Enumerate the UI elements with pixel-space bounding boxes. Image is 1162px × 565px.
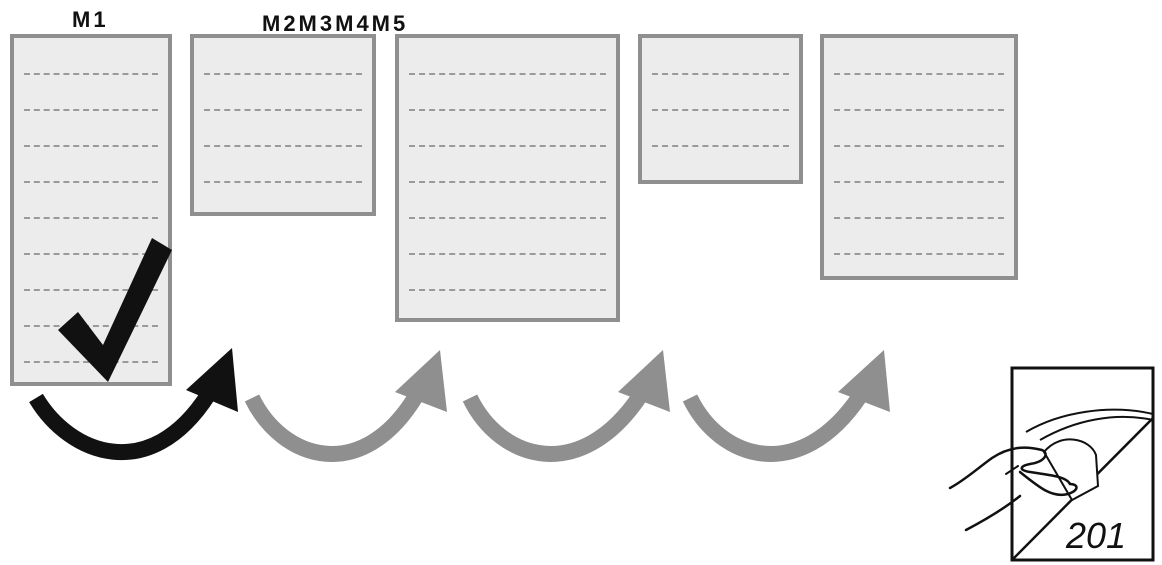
page-rule	[834, 217, 1004, 219]
page-rule	[24, 109, 158, 111]
page-rule	[204, 181, 362, 183]
page-rule	[834, 73, 1004, 75]
curved-arrow-icon	[29, 348, 238, 461]
page-rule	[24, 253, 158, 255]
page-rule	[24, 181, 158, 183]
page-m1	[10, 34, 172, 386]
page-rule	[409, 109, 606, 111]
curved-arrow-icon	[682, 350, 890, 462]
page-rule	[24, 289, 158, 291]
page-rule	[409, 217, 606, 219]
page-rule	[409, 289, 606, 291]
label-m2-m5: M2M3M4M5	[262, 11, 409, 36]
page-rule	[409, 181, 606, 183]
page-rule	[834, 181, 1004, 183]
page-rule	[834, 253, 1004, 255]
page-rule	[24, 325, 158, 327]
page-rule	[204, 145, 362, 147]
page-rule	[24, 217, 158, 219]
page-rule	[409, 253, 606, 255]
page-rule	[652, 145, 789, 147]
page-rule	[204, 73, 362, 75]
page-rule	[652, 109, 789, 111]
hand-turning-page-icon: 201	[948, 366, 1155, 562]
page-m2	[190, 34, 376, 216]
page-number: 201	[1065, 515, 1126, 556]
label-m1: M1	[72, 7, 109, 32]
page-rule	[834, 109, 1004, 111]
page-rule	[24, 145, 158, 147]
page-rule	[409, 145, 606, 147]
page-m4	[638, 34, 803, 184]
curved-arrow-icon	[244, 350, 447, 462]
page-rule	[409, 73, 606, 75]
page-m5	[820, 34, 1018, 280]
curved-arrow-icon	[462, 350, 670, 462]
page-rule	[24, 73, 158, 75]
page-rule	[204, 109, 362, 111]
page-rule	[652, 73, 789, 75]
page-m3	[395, 34, 620, 322]
page-rule	[834, 145, 1004, 147]
checkmark-icon	[58, 238, 172, 382]
